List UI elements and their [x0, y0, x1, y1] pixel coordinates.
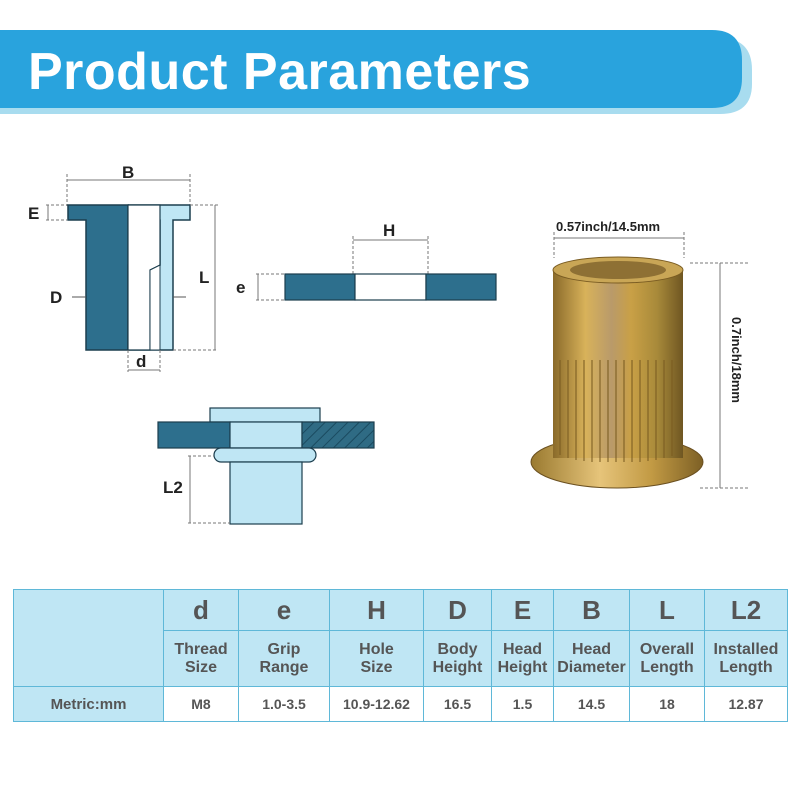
diagram-area: B E L D d H e L2 — [28, 163, 748, 525]
row-label-metric: Metric:mm — [13, 686, 164, 722]
symbol-L: L — [629, 589, 705, 631]
value-thread-size: M8 — [163, 686, 239, 722]
value-installed-length: 12.87 — [704, 686, 788, 722]
plate-hole-diagram — [256, 236, 497, 301]
installed-rivet-diagram — [157, 407, 375, 525]
dim-label-H: H — [383, 221, 395, 240]
symbol-L2: L2 — [704, 589, 788, 631]
symbol-d: d — [163, 589, 239, 631]
dim-label-L2: L2 — [163, 478, 183, 497]
symbol-B: B — [553, 589, 630, 631]
rivet-nut-product-image — [530, 232, 748, 489]
dim-label-d: d — [136, 352, 146, 371]
value-grip-range: 1.0-3.5 — [238, 686, 330, 722]
value-body-height: 16.5 — [423, 686, 492, 722]
symbol-D: D — [423, 589, 492, 631]
title-banner — [0, 30, 752, 114]
dim-label-E: E — [28, 204, 39, 223]
product-height-label: 0.7inch/18mm — [729, 317, 744, 403]
symbol-e: e — [238, 589, 330, 631]
value-head-height: 1.5 — [491, 686, 554, 722]
page-title: Product Parameters — [28, 43, 532, 101]
rivet-nut-section-diagram — [46, 174, 218, 372]
dim-label-B: B — [122, 163, 134, 182]
symbol-H: H — [329, 589, 424, 631]
symbol-E: E — [491, 589, 554, 631]
table-corner-cell — [13, 589, 164, 687]
dim-label-L: L — [199, 268, 209, 287]
product-width-label: 0.57inch/14.5mm — [556, 219, 660, 234]
dim-label-e: e — [236, 278, 245, 297]
value-overall-length: 18 — [629, 686, 705, 722]
dim-label-D: D — [50, 288, 62, 307]
value-hole-size: 10.9-12.62 — [329, 686, 424, 722]
value-head-diameter: 14.5 — [553, 686, 630, 722]
